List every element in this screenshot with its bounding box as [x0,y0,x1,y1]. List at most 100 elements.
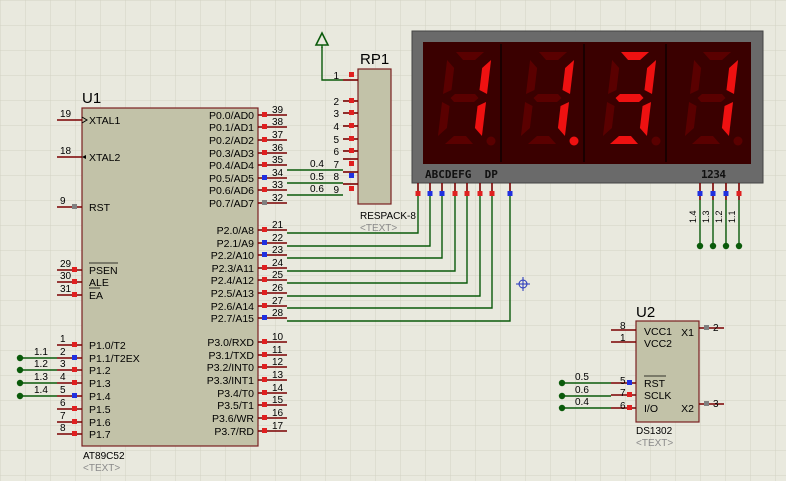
pin-number: 7 [620,388,626,399]
rp1-pin-5[interactable]: 5 [333,135,358,146]
junction-dot [558,392,566,400]
net-label: 0.4 [310,159,324,170]
u1-pin-7[interactable]: 7P1.6 [57,411,111,429]
u1-pin-4[interactable]: 4P1.3 [57,372,111,390]
display-segment-pin[interactable] [439,183,445,196]
rp1-pin-6[interactable]: 6 [333,147,358,158]
u2-pin-2[interactable]: 2X1 [681,323,724,339]
display-segment-pin[interactable] [477,183,483,196]
u1-pin-8[interactable]: 8P1.7 [57,423,111,441]
rp1-pin-3[interactable]: 3 [333,109,358,120]
display-segment-pin[interactable] [464,183,470,196]
display-segment-pin[interactable] [507,183,513,196]
u1-pin-6[interactable]: 6P1.5 [57,398,111,416]
pin-number: 33 [272,180,284,191]
u1-pin-1[interactable]: 1P1.0/T2 [57,334,126,352]
pin-state-indicator [262,252,267,257]
display-digit-pin-2[interactable] [710,183,716,200]
junction-dot [16,366,24,374]
pin-state-indicator [262,187,267,192]
u1-pin-2[interactable]: 2P1.1/T2EX [57,347,140,365]
pin-name: P0.6/AD6 [209,185,254,197]
rp1-pin-1[interactable]: 1 [333,71,358,82]
pin-state-indicator [704,401,709,406]
pin-name: P3.1/TXD [208,350,254,362]
pin-number: 18 [60,146,72,157]
rp1-pin-4[interactable]: 4 [333,122,358,133]
pin-state-indicator [262,402,267,407]
display-segment-pin[interactable] [452,183,458,196]
display-segment-pin[interactable] [415,183,421,196]
display-digit-pin-4[interactable] [736,183,742,200]
power-terminal-icon[interactable] [314,31,330,48]
u1-pin-5[interactable]: 5P1.4 [57,385,111,403]
pin-name: P0.7/AD7 [209,198,254,210]
net-label: 1.4 [34,385,48,396]
segment-e [437,102,450,136]
rp1-pin-2[interactable]: 2 [333,97,358,108]
rp1-pin-7[interactable]: 7 [333,158,358,171]
display-digit-pin-1[interactable] [697,183,703,200]
u1-pin-33[interactable]: 33 P0.6/AD6 [209,180,287,197]
pin-number: 28 [272,308,284,319]
wire-p25 [287,195,481,297]
segment-e [602,102,615,136]
display-segment-pin[interactable] [489,183,495,196]
junction-dot [558,379,566,387]
segment-g [615,94,644,102]
pin-number: 39 [272,105,284,116]
u1-microcontroller[interactable]: U1 19XTAL118XTAL29RST29PSEN30ALE31EA1P1.… [57,90,287,474]
rp1-pin-8[interactable]: 8 [333,171,358,183]
u1-pin-3[interactable]: 3P1.2 [57,359,111,377]
pin-number: 27 [272,296,284,307]
pin-number: 8 [620,321,626,332]
u2-pin-3[interactable]: 3X2 [681,399,724,415]
pin-state-indicator [262,415,267,420]
display-segment-pin[interactable] [427,183,433,196]
pin-state-indicator [262,390,267,395]
pin-state-indicator [262,137,267,142]
display-digit-pin-3[interactable] [723,183,729,200]
pin-number: 2 [713,323,719,334]
pin-name: P1.4 [89,391,111,403]
rp1-pin-9[interactable]: 9 [333,183,358,196]
seven-segment-display[interactable]: ABCDEFG DP 1234 1.4 1.3 1.2 1.1 [411,30,764,223]
